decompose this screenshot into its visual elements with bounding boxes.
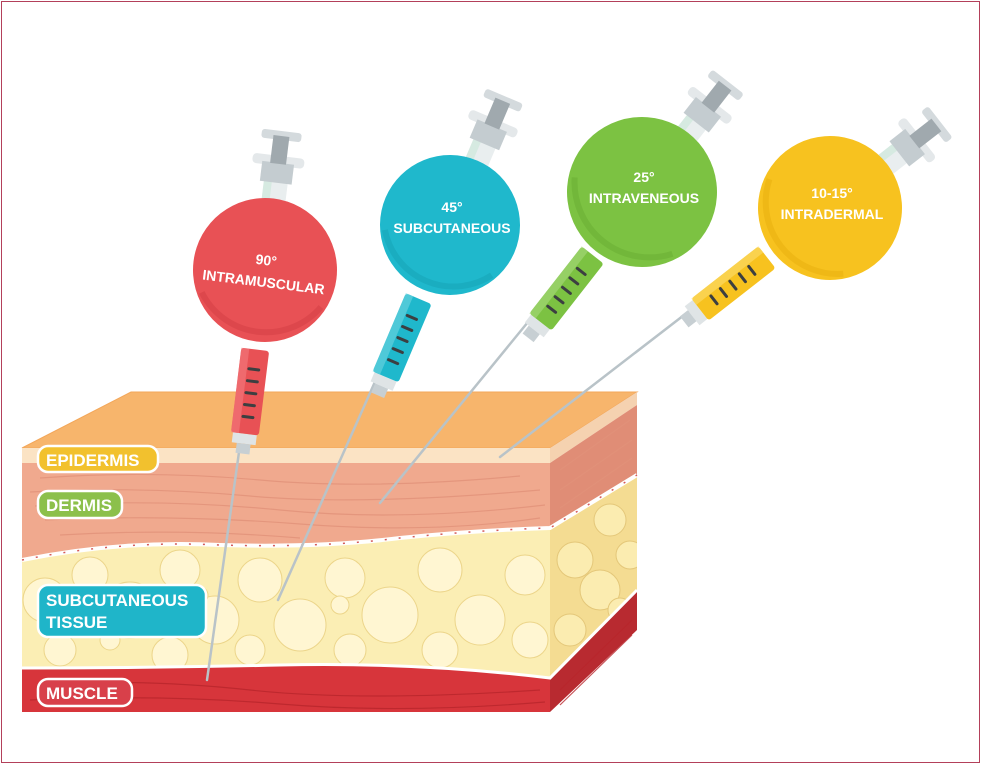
syringe-label-subcutaneous: SUBCUTANEOUS	[393, 220, 510, 236]
needle-subcutaneous	[276, 373, 380, 602]
syringe-label-intradermal: INTRADERMAL	[781, 206, 884, 222]
epidermis-label: EPIDERMIS	[46, 451, 140, 470]
syringe-label-intravenous: INTRAVENEOUS	[589, 190, 699, 206]
dermis-label: DERMIS	[46, 496, 112, 515]
syringe-intramuscular: 90° INTRAMUSCULAR	[193, 128, 337, 455]
needle-intradermal	[498, 310, 690, 459]
syringe-angle-subcutaneous: 45°	[441, 199, 462, 215]
layer-label-epidermis: EPIDERMIS	[36, 444, 160, 474]
syringe-bulb-intravenous	[567, 117, 717, 267]
syringe-bulb-intramuscular	[193, 198, 337, 342]
syringe-angle-intravenous: 25°	[633, 169, 654, 185]
needle-intravenous	[378, 320, 530, 505]
needles	[205, 310, 690, 682]
syringe-intravenous	[522, 70, 743, 343]
muscle-label: MUSCLE	[46, 684, 118, 703]
subcutaneous-label-line1: SUBCUTANEOUS	[46, 591, 188, 610]
layer-label-subcutaneous-tissue: SUBCUTANEOUS TISSUE	[36, 583, 208, 639]
syringe-bulb-intradermal	[758, 136, 902, 280]
layer-label-dermis: DERMIS	[36, 489, 124, 520]
needle-intramuscular	[205, 443, 242, 682]
syringe-angle-intradermal: 10-15°	[811, 185, 852, 201]
subcutaneous-label-line2: TISSUE	[46, 613, 107, 632]
muscle-layer	[22, 664, 550, 712]
syringe-angle-intramuscular: 90°	[255, 251, 278, 269]
skin-cross-section	[21, 391, 639, 712]
syringe-bulb-subcutaneous	[380, 155, 520, 295]
layer-label-muscle: MUSCLE	[36, 677, 134, 708]
syringe-subcutaneous	[370, 89, 523, 399]
skin-top-surface	[22, 392, 637, 448]
syringe-intradermal	[679, 107, 952, 328]
